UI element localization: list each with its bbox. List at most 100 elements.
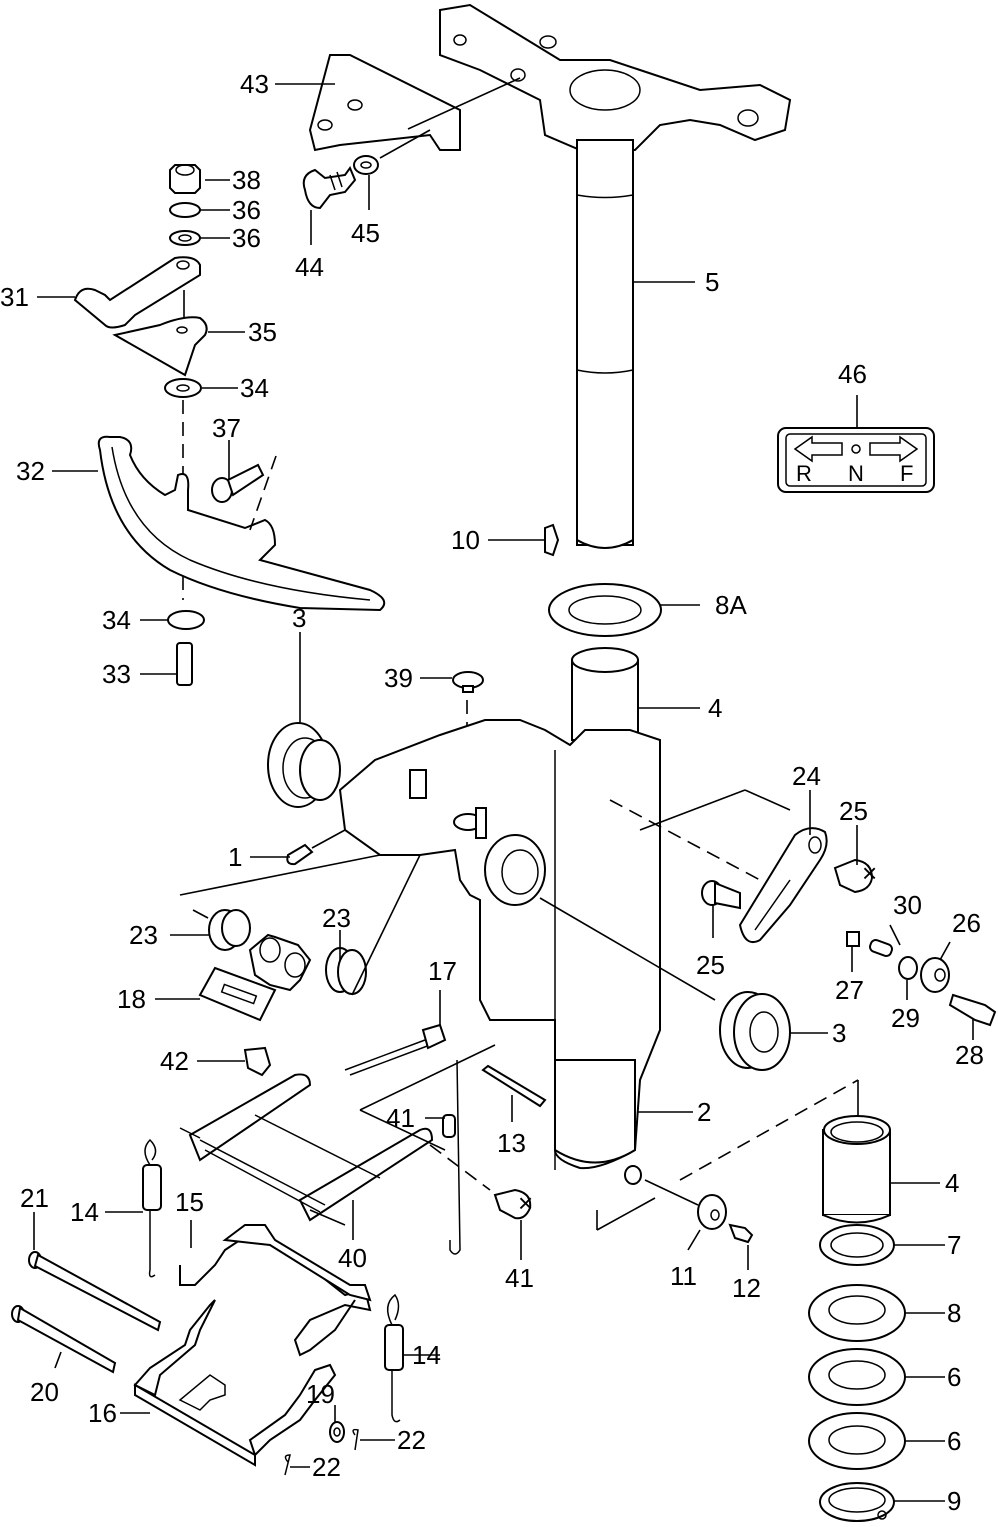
plate-35 (112, 316, 208, 377)
arrow-left-icon (793, 435, 843, 463)
callout-12: 12 (732, 1273, 761, 1303)
callout-30: 30 (893, 890, 922, 920)
callout-28: 28 (955, 1040, 984, 1070)
callout-34: 34 (102, 605, 131, 635)
bushing-4a (571, 647, 639, 747)
callout-leaders (33, 83, 974, 1502)
callout-31: 31 (0, 282, 29, 312)
callout-14: 14 (412, 1340, 441, 1370)
swivel-bracket-2 (338, 719, 661, 1170)
callout-26: 26 (952, 908, 981, 938)
friction-plate-24 (738, 827, 828, 944)
bushing-3b (719, 991, 791, 1071)
svg-text:×: × (518, 1188, 533, 1218)
pin-21 (28, 1251, 162, 1332)
tilt-pin-assembly-40 (179, 1073, 434, 1226)
callout-2: 2 (697, 1097, 711, 1127)
callout-44: 44 (295, 252, 324, 282)
washer-6a (808, 1348, 906, 1406)
shift-decal-46: R N F (777, 427, 935, 493)
callout-41: 41 (386, 1103, 415, 1133)
bolt-25a: × (833, 858, 877, 894)
spring-41a (442, 1114, 456, 1138)
callout-45: 45 (351, 218, 380, 248)
callout-19: 19 (306, 1379, 335, 1409)
callout-25: 25 (839, 796, 868, 826)
svg-text:×: × (862, 858, 877, 888)
callout-16: 16 (88, 1398, 117, 1428)
callout-27: 27 (835, 975, 864, 1005)
washer-34a (164, 378, 202, 398)
washer-8A (548, 583, 662, 637)
cotter-pin-22b (284, 1454, 291, 1476)
grease-nipple-1 (286, 843, 314, 866)
cotter-pin-22a (352, 1428, 359, 1451)
washer-6b (808, 1412, 906, 1470)
friction-knob-26 (920, 957, 950, 993)
callout-7: 7 (947, 1230, 961, 1260)
nut-38 (169, 164, 201, 194)
callout-23: 23 (322, 903, 351, 933)
swivel-bracket-cylinder (554, 1059, 636, 1164)
callout-5: 5 (705, 267, 719, 297)
bolt-25b (701, 880, 741, 910)
cap-39 (452, 671, 484, 693)
callout-1: 1 (228, 842, 242, 872)
callout-22: 22 (312, 1452, 341, 1482)
callout-10: 10 (451, 525, 480, 555)
callout-13: 13 (497, 1128, 526, 1158)
bracket-43 (308, 54, 461, 152)
decal-letter-n: N (848, 461, 864, 486)
bushing-23b (325, 947, 367, 995)
pin-33 (176, 642, 193, 686)
pin-13 (481, 1064, 547, 1108)
lock-washer-36b (169, 230, 201, 246)
steering-bracket-top (439, 3, 792, 151)
callout-4: 4 (945, 1168, 959, 1198)
callout-3: 3 (292, 603, 306, 633)
callout-8A: 8A (715, 590, 747, 620)
callout-25: 25 (696, 950, 725, 980)
callout-22: 22 (397, 1425, 426, 1455)
decal-letter-f: F (900, 461, 913, 486)
tilt-lever-15 (179, 1224, 372, 1357)
callout-32: 32 (16, 456, 45, 486)
lock-washer-36a (169, 202, 201, 218)
bushing-4b (822, 1115, 891, 1224)
washer-29 (898, 956, 918, 980)
callout-41: 41 (505, 1263, 534, 1293)
callout-39: 39 (384, 663, 413, 693)
callout-6: 6 (947, 1362, 961, 1392)
bolt-12 (728, 1223, 754, 1244)
callout-18: 18 (117, 984, 146, 1014)
friction-pad-27 (846, 931, 860, 947)
washer-34b (167, 610, 205, 630)
rod-17 (344, 1023, 461, 1255)
decal-letter-r: R (796, 461, 812, 486)
bushing-3a (267, 722, 341, 808)
bolt-37 (211, 463, 265, 503)
callout-37: 37 (212, 413, 241, 443)
callout-14: 14 (70, 1197, 99, 1227)
callout-40: 40 (338, 1243, 367, 1273)
lever-31 (73, 256, 201, 329)
callout-20: 20 (30, 1377, 59, 1407)
bolt-44 (302, 165, 357, 210)
callout-8: 8 (947, 1298, 961, 1328)
bolt-42 (243, 1046, 272, 1077)
washer-19 (329, 1421, 345, 1443)
callout-23: 23 (129, 920, 158, 950)
callout-9: 9 (947, 1486, 961, 1516)
bolt-28 (948, 993, 997, 1027)
callout-33: 33 (102, 659, 131, 689)
callout-36: 36 (232, 195, 261, 225)
callout-46: 46 (838, 359, 867, 389)
screw-41b: × (493, 1188, 533, 1220)
arrow-right-icon (869, 435, 919, 463)
callout-labels: 43 38 36 36 44 45 31 35 5 34 37 32 46 10… (0, 69, 984, 1516)
callout-21: 21 (20, 1183, 49, 1213)
bracket-plate (248, 933, 312, 992)
circlip-9 (819, 1482, 895, 1522)
key-10 (544, 523, 560, 557)
